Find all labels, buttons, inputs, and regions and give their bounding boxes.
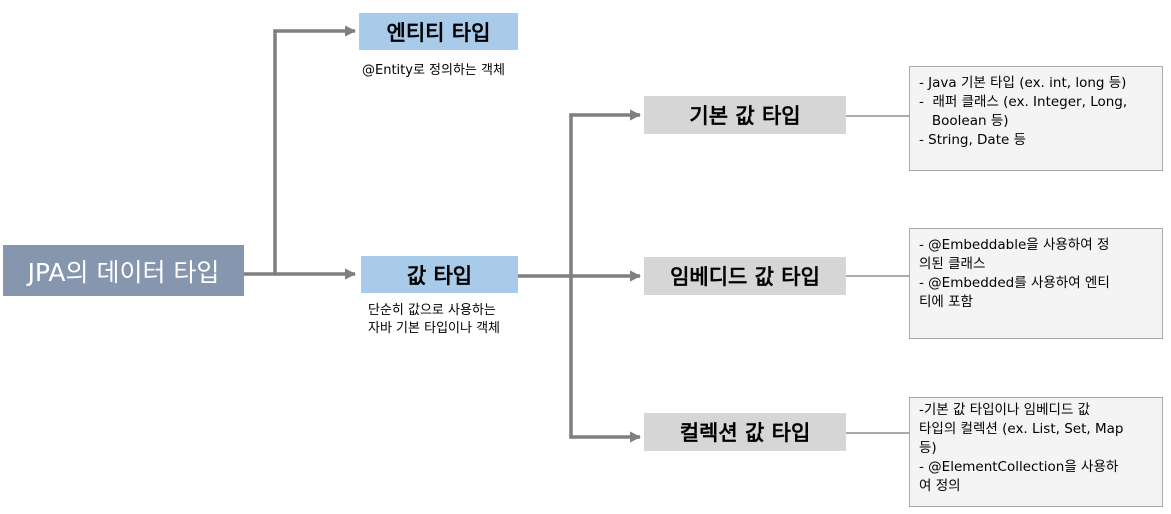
value-caption-line: 자바 기본 타입이나 객체 — [368, 321, 500, 336]
embedded-value-type-label: 임베디드 값 타입 — [670, 265, 820, 289]
note-line: Boolean 등) — [919, 113, 1009, 129]
arrow-value-to-collection — [569, 276, 642, 443]
note-line: 의된 클래스 — [919, 256, 986, 272]
note-line: -기본 값 타입이나 임베디드 값 — [919, 402, 1091, 418]
entity-type-node: 엔티티 타입 — [359, 13, 518, 50]
note-line: 여 정의 — [919, 478, 961, 494]
entity-type-caption: @Entity로 정의하는 객체 — [362, 63, 505, 78]
basic-value-type-note: - Java 기본 타입 (ex. int, long 등) - 래퍼 클래스 … — [909, 66, 1163, 171]
collection-value-type-node: 컬렉션 값 타입 — [644, 413, 846, 451]
note-line: - @ElementCollection을 사용하 — [919, 459, 1119, 475]
value-type-node: 값 타입 — [361, 256, 518, 293]
value-type-label: 값 타입 — [406, 263, 473, 288]
embedded-value-type-node: 임베디드 값 타입 — [644, 257, 846, 295]
note-line: - Java 기본 타입 (ex. int, long 등) — [919, 75, 1127, 91]
basic-value-type-node: 기본 값 타입 — [644, 96, 846, 134]
arrow-value-to-basic — [569, 109, 642, 276]
note-line: 티에 포함 — [919, 294, 973, 310]
collection-value-type-label: 컬렉션 값 타입 — [679, 421, 811, 445]
root-node-label: JPA의 데이터 타입 — [27, 257, 220, 287]
arrow-root-to-entity — [244, 25, 357, 276]
value-type-caption: 단순히 값으로 사용하는 자바 기본 타입이나 객체 — [368, 302, 500, 338]
note-line: - 래퍼 클래스 (ex. Integer, Long, — [919, 94, 1128, 110]
note-line: - @Embedded를 사용하여 엔티 — [919, 275, 1110, 291]
note-line: 등) — [919, 440, 937, 456]
note-line: - @Embeddable을 사용하여 정 — [919, 237, 1110, 253]
entity-type-label: 엔티티 타입 — [386, 20, 491, 45]
basic-value-type-label: 기본 값 타입 — [689, 104, 801, 128]
note-line: - String, Date 등 — [919, 132, 1027, 148]
collection-value-type-note: -기본 값 타입이나 임베디드 값 타입의 컬렉션 (ex. List, Set… — [909, 397, 1163, 507]
root-node-jpa-data-types: JPA의 데이터 타입 — [3, 245, 244, 296]
value-caption-line: 단순히 값으로 사용하는 — [368, 303, 496, 318]
note-line: 타입의 컬렉션 (ex. List, Set, Map — [919, 421, 1124, 437]
embedded-value-type-note: - @Embeddable을 사용하여 정 의된 클래스 - @Embedded… — [909, 228, 1163, 339]
